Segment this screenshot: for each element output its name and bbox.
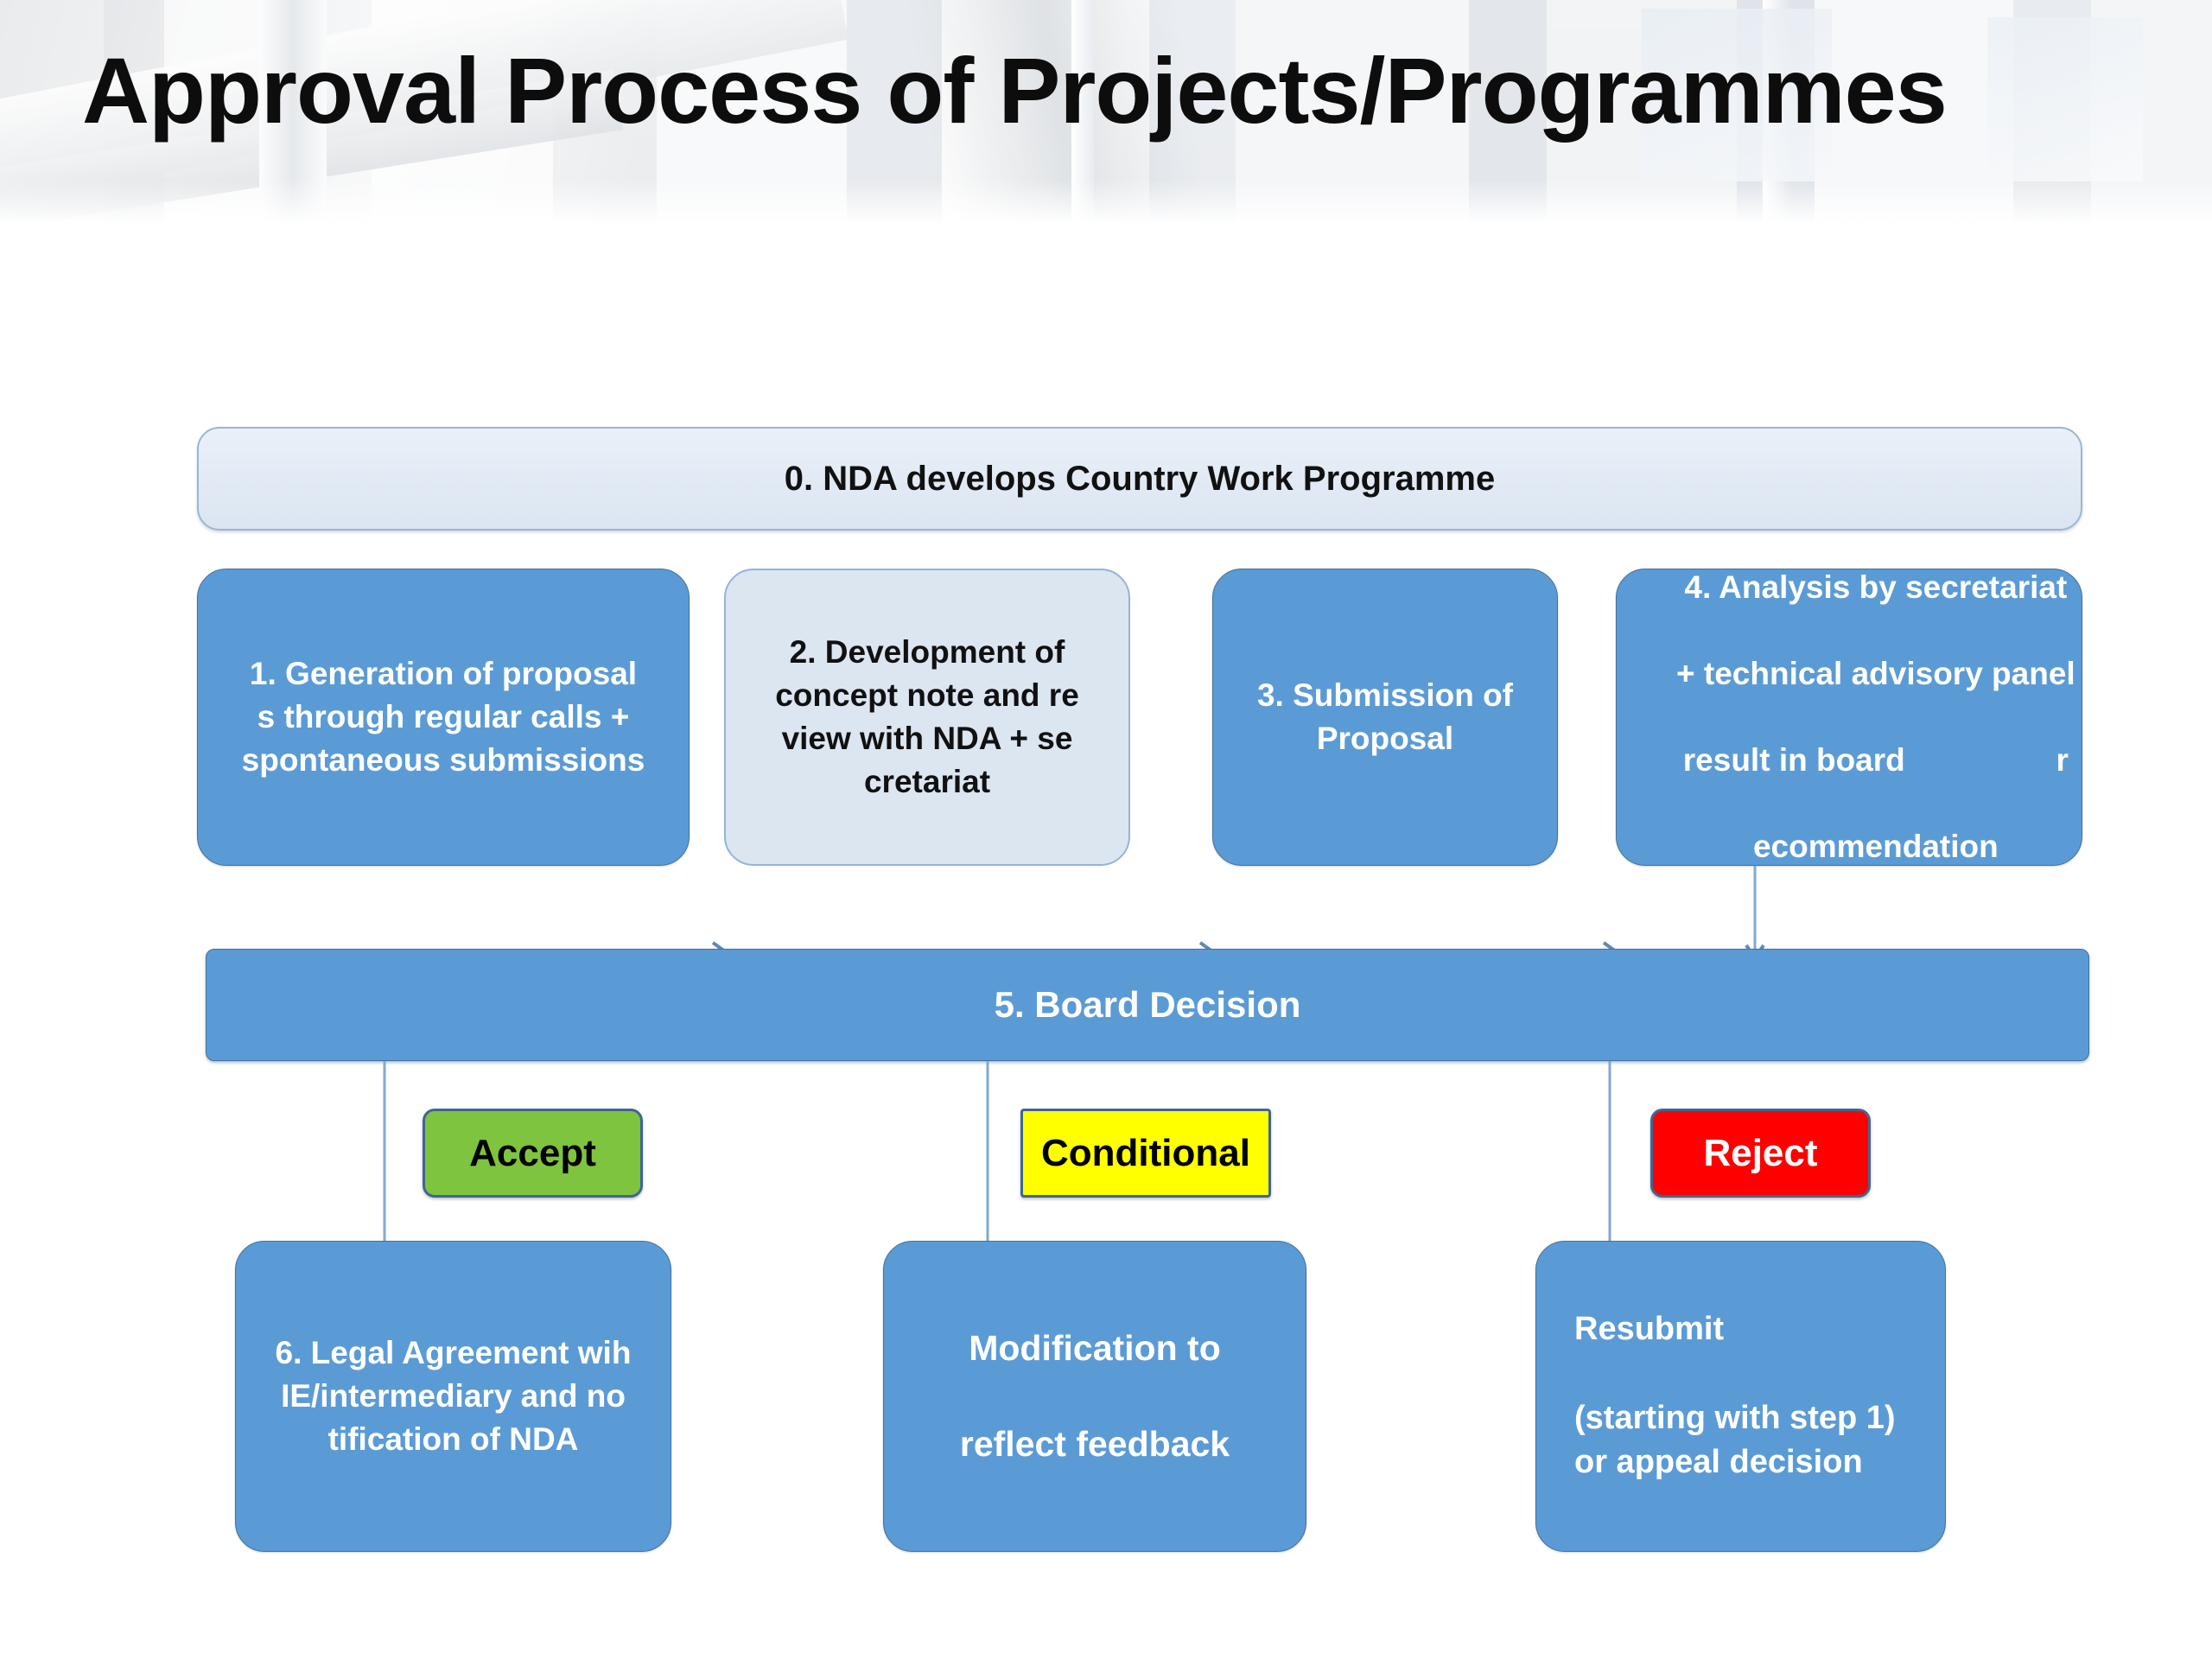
flow-node-step-3-label: 3. Submission of Proposal: [1256, 677, 1514, 756]
flow-node-resubmit-label: Resubmit (starting with step 1) or appea…: [1574, 1311, 1896, 1481]
flow-node-step-6[interactable]: 6. Legal Agreement wih IE/intermediary a…: [235, 1241, 671, 1552]
decision-chip-reject[interactable]: Reject: [1650, 1109, 1871, 1198]
decision-chip-reject-label: Reject: [1703, 1131, 1818, 1174]
flow-node-step-0[interactable]: 0. NDA develops Country Work Programme: [197, 427, 2082, 531]
flow-node-step-2-label: 2. Development of concept note and re vi…: [775, 634, 1079, 799]
flow-node-modification-label: Modification to reflect feedback: [959, 1327, 1230, 1464]
page-title: Approval Process of Projects/Programmes: [82, 38, 1948, 143]
flow-node-step-1[interactable]: 1. Generation of proposal s through regu…: [197, 569, 690, 866]
flowchart: 0. NDA develops Country Work Programme 1…: [0, 232, 2212, 1659]
decision-chip-conditional[interactable]: Conditional: [1020, 1109, 1271, 1198]
flow-node-step-3[interactable]: 3. Submission of Proposal: [1212, 569, 1558, 866]
flow-node-step-0-label: 0. NDA develops Country Work Programme: [784, 460, 1496, 498]
title-banner: Approval Process of Projects/Programmes: [0, 0, 2212, 232]
banner-window-pane-1: [1642, 9, 1832, 181]
flow-node-resubmit[interactable]: Resubmit (starting with step 1) or appea…: [1535, 1241, 1946, 1552]
flow-node-modification[interactable]: Modification to reflect feedback: [883, 1241, 1306, 1552]
banner-window-pane-2: [1987, 17, 2143, 181]
flow-node-step-6-label: 6. Legal Agreement wih IE/intermediary a…: [275, 1335, 632, 1457]
flow-node-step-2[interactable]: 2. Development of concept note and re vi…: [724, 569, 1130, 866]
decision-chip-conditional-label: Conditional: [1041, 1131, 1250, 1174]
flow-node-step-1-label: 1. Generation of proposal s through regu…: [241, 656, 645, 778]
flow-node-step-4-label: 4. Analysis by secretariat + technical a…: [1676, 569, 2075, 864]
decision-chip-accept[interactable]: Accept: [423, 1109, 643, 1198]
flow-node-step-5-label: 5. Board Decision: [994, 983, 1301, 1025]
flow-node-step-5[interactable]: 5. Board Decision: [206, 949, 2089, 1061]
decision-chip-accept-label: Accept: [469, 1131, 596, 1174]
flow-node-step-4[interactable]: 4. Analysis by secretariat + technical a…: [1616, 569, 2082, 866]
banner-bottom-fade: [0, 180, 2212, 232]
